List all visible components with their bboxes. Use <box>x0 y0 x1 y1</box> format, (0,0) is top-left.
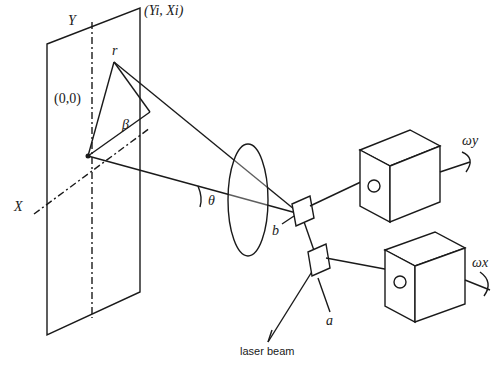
leader-line <box>318 278 330 312</box>
axis-line <box>465 280 490 290</box>
triangle-line <box>88 112 150 156</box>
laser-beam <box>268 262 318 342</box>
leader-line <box>268 330 272 342</box>
angle-arc <box>198 186 201 207</box>
motor-face <box>360 150 390 222</box>
variable-label: r <box>112 44 117 58</box>
lens <box>228 144 268 256</box>
rotation-label: ωx <box>472 256 488 270</box>
rotation-arrow <box>480 272 488 296</box>
motor-hub <box>368 180 380 192</box>
radius-line <box>88 62 114 156</box>
mirror-b <box>292 196 314 226</box>
mirror-a <box>308 244 330 276</box>
axis-label: X <box>14 200 23 214</box>
origin-dot <box>86 154 91 159</box>
leader-line <box>282 216 294 224</box>
motor-face <box>385 250 415 322</box>
origin-label: (0,0) <box>54 92 81 106</box>
axis-line <box>440 162 470 172</box>
rotation-arrow <box>462 152 470 172</box>
angle-label: β <box>122 118 129 132</box>
image-plane <box>47 8 140 335</box>
y-axis <box>91 22 92 318</box>
shaft <box>310 180 365 206</box>
angle-label: θ <box>208 194 215 208</box>
shaft <box>326 258 390 270</box>
motor-side <box>390 146 440 222</box>
point-label: (Yi, Xi) <box>144 4 183 18</box>
beam-label: laser beam <box>240 346 294 357</box>
motor-hub <box>394 276 406 288</box>
motor-side <box>415 248 465 322</box>
axis-label: Y <box>68 14 76 28</box>
part-label: b <box>272 224 279 238</box>
ray <box>114 62 300 214</box>
rotation-label: ωy <box>462 134 478 148</box>
part-label: a <box>326 314 333 328</box>
